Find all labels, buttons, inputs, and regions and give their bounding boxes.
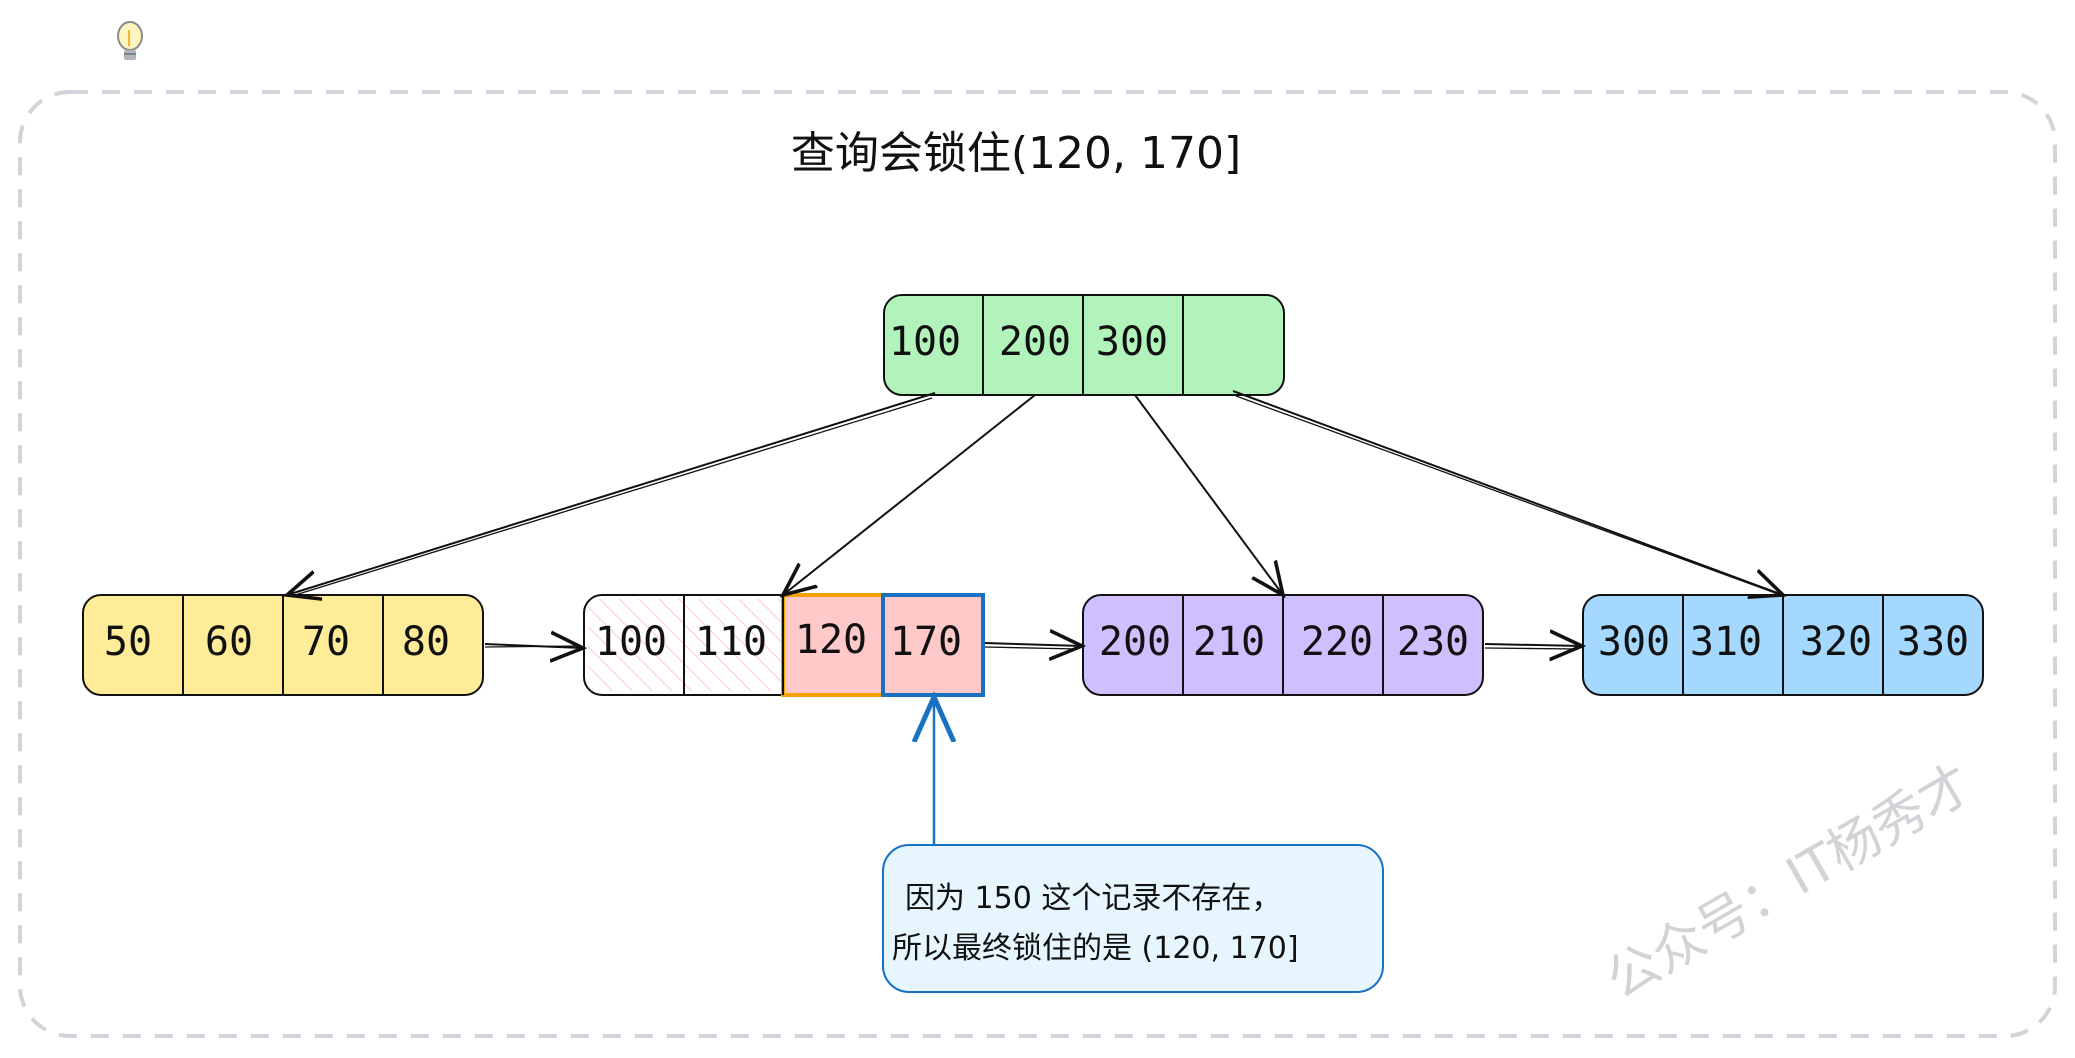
leaf-node-1: 50 60 70 80	[82, 594, 484, 696]
callout-line-2: 所以最终锁住的是 (120, 170]	[892, 931, 1299, 966]
leaf2-key-110: 110	[695, 619, 767, 665]
leaf2-key-170: 170	[890, 619, 962, 665]
leaf2-key-120: 120	[795, 617, 867, 663]
arrow-leaf3-to-leaf4	[1484, 644, 1582, 646]
arrow-root-to-leaf4	[1232, 390, 1783, 595]
locked-cell-120	[781, 593, 885, 697]
leaf4-key-320: 320	[1800, 619, 1872, 665]
leaf-sibling-arrows	[484, 643, 1582, 649]
root-node: 100 200 300	[883, 294, 1285, 396]
leaf1-key-50: 50	[104, 619, 152, 665]
root-child-arrows	[287, 390, 1783, 596]
arrow-root-to-leaf1	[287, 392, 936, 595]
leaf-node-3: 200 210 220 230	[1082, 594, 1484, 696]
dashed-frame	[18, 90, 2057, 1038]
leaf3-key-210: 210	[1193, 619, 1265, 665]
leaf4-key-300: 300	[1598, 619, 1670, 665]
root-key-200: 200	[999, 319, 1071, 365]
leaf1-key-70: 70	[302, 619, 350, 665]
callout-line-1: 因为 150 这个记录不存在，	[905, 881, 1281, 916]
callout-box: 因为 150 这个记录不存在， 所以最终锁住的是 (120, 170]	[882, 844, 1384, 993]
leaf-node-2: 100 110 120 170	[583, 593, 985, 697]
arrow-root-to-leaf3	[1134, 394, 1283, 595]
leaf1-key-80: 80	[402, 619, 450, 665]
leaf-node-4: 300 310 320 330	[1582, 594, 1984, 696]
root-key-100: 100	[889, 319, 961, 365]
leaf3-key-200: 200	[1099, 619, 1171, 665]
leaf1-key-60: 60	[205, 619, 253, 665]
leaf3-key-230: 230	[1397, 619, 1469, 665]
watermark: 公众号：IT杨秀才	[1597, 754, 1983, 1012]
locked-cell-170	[881, 593, 985, 697]
lightbulb-icon	[117, 21, 143, 60]
leaf4-key-310: 310	[1690, 619, 1762, 665]
leaf2-key-100: 100	[595, 619, 667, 665]
root-key-300: 300	[1096, 319, 1168, 365]
arrow-leaf2-to-leaf3	[984, 643, 1082, 646]
leaf4-key-330: 330	[1897, 619, 1969, 665]
diagram-title: 查询会锁住(120, 170]	[791, 128, 1241, 179]
leaf3-key-220: 220	[1301, 619, 1373, 665]
arrow-root-to-leaf2	[783, 394, 1036, 595]
